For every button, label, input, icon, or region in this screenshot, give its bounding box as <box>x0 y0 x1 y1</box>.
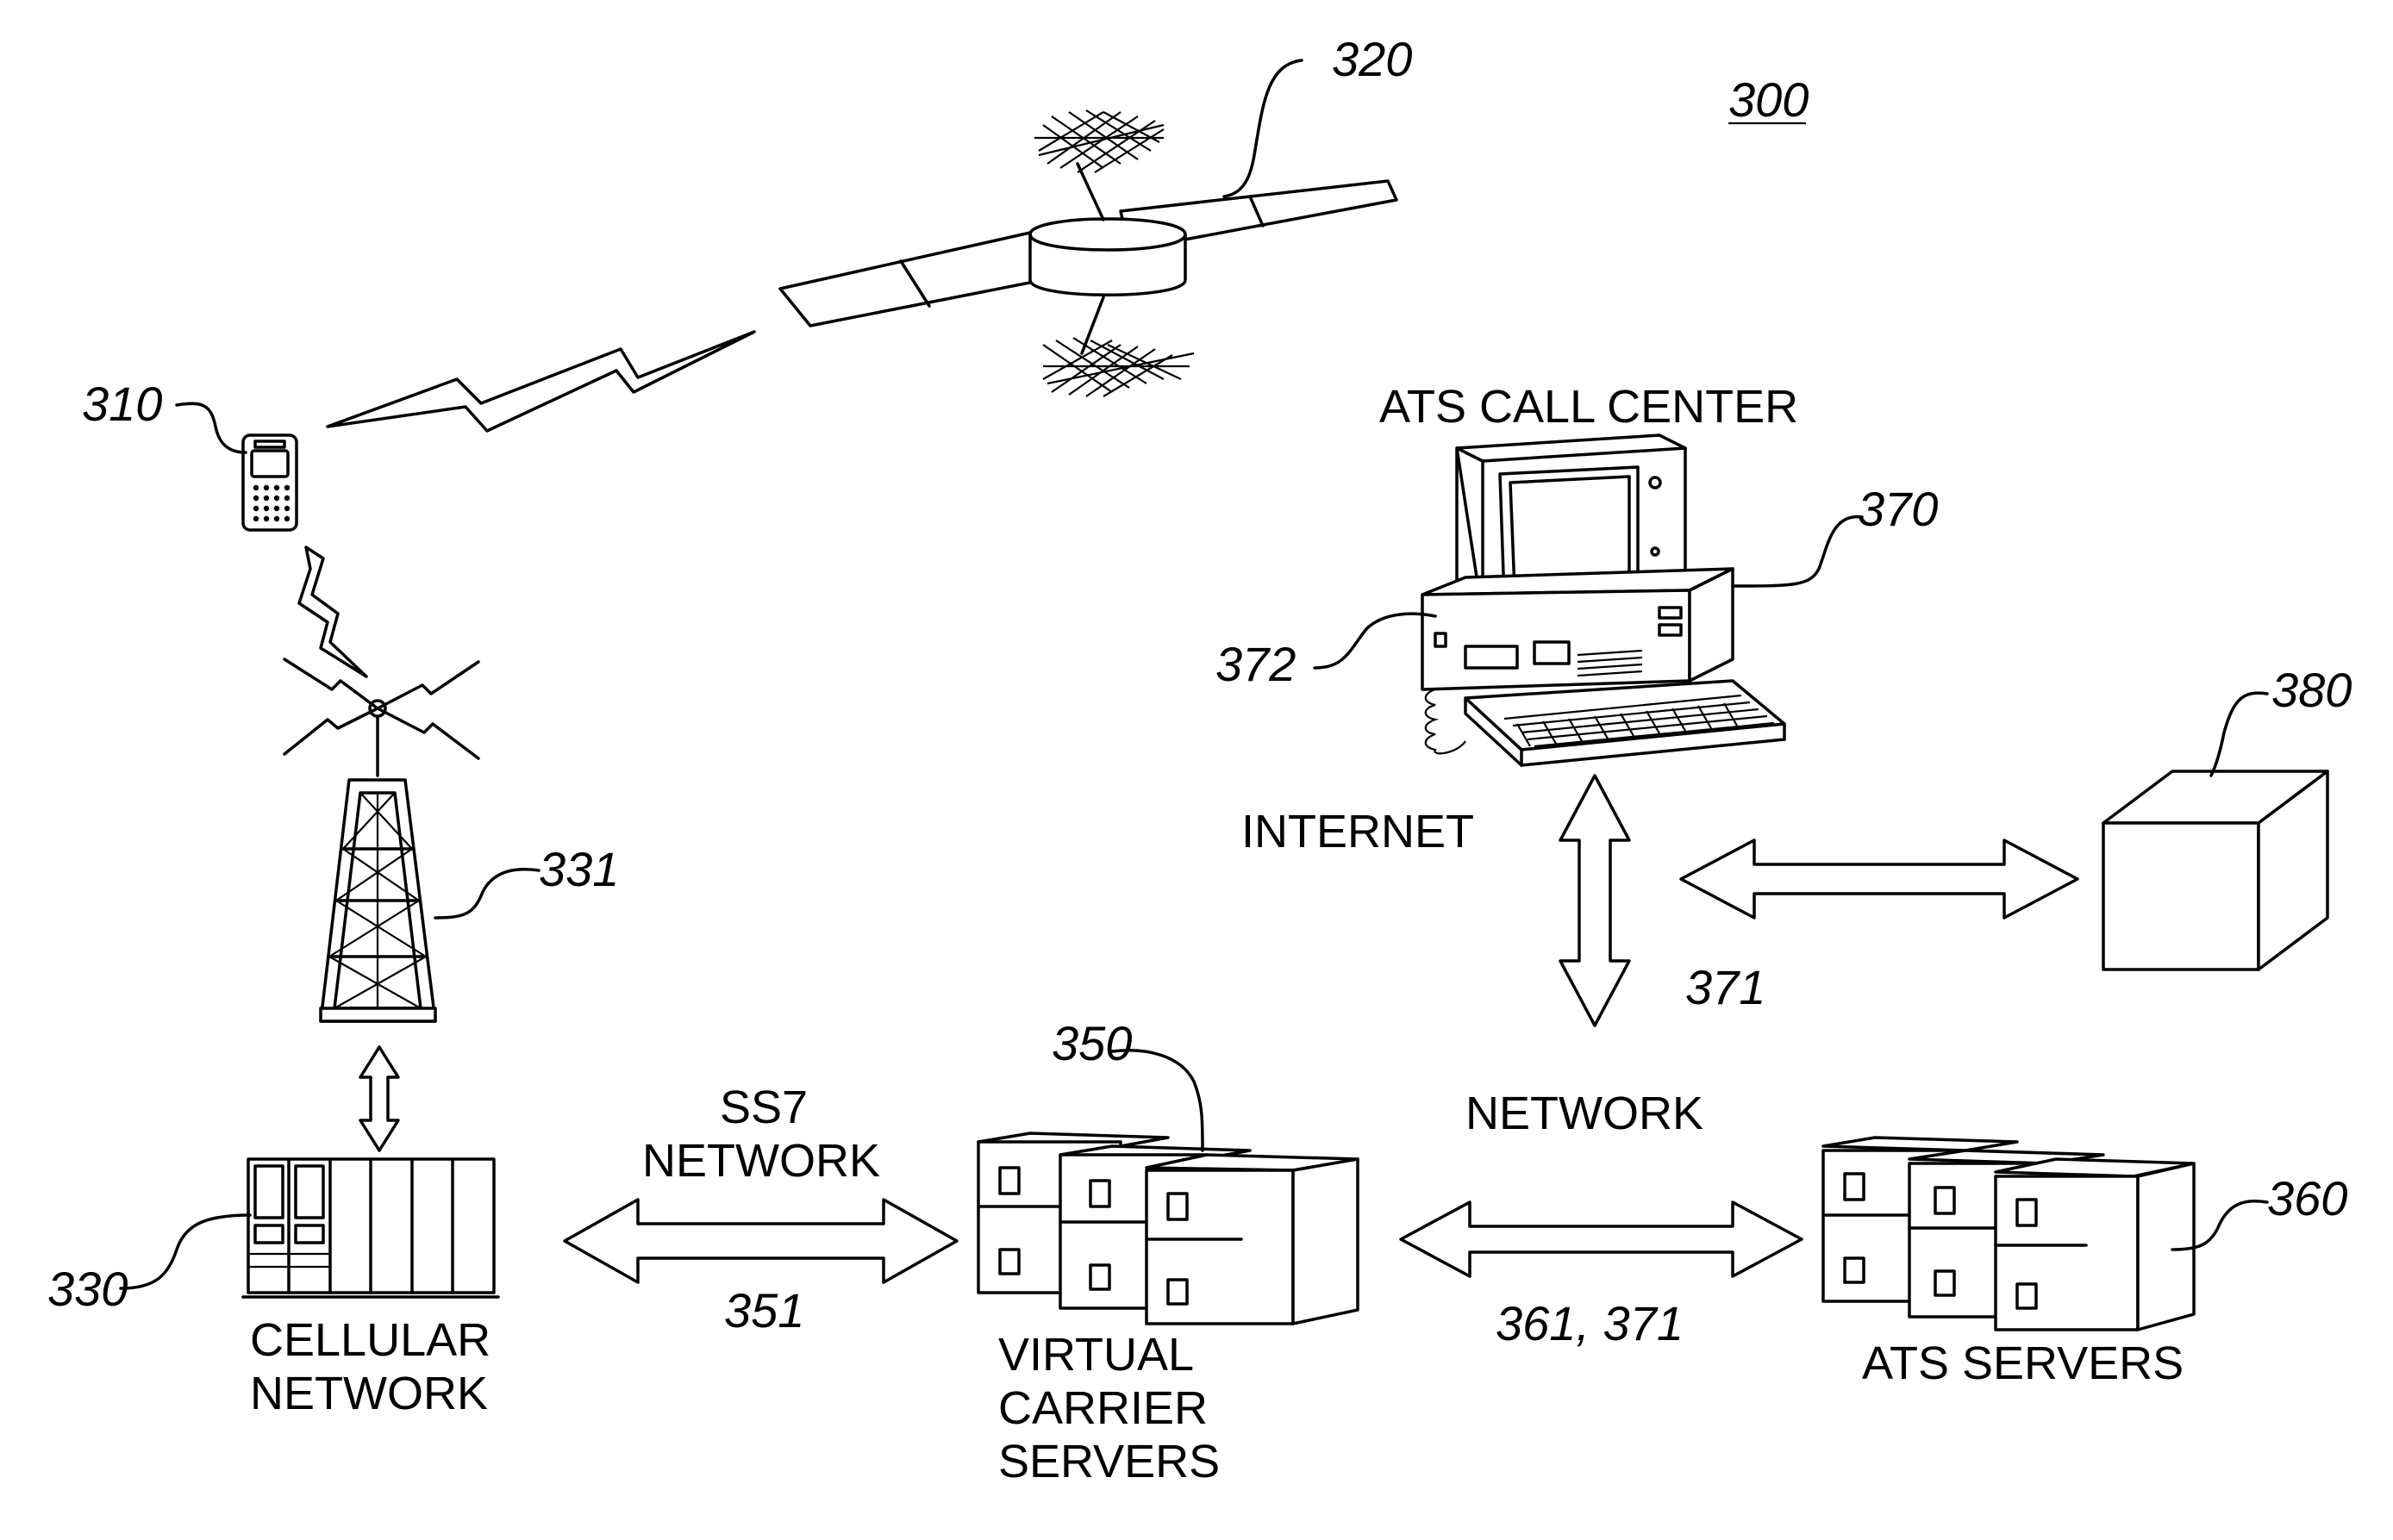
server-cluster-icon <box>978 1133 1358 1324</box>
label-ats-servers: ATS SERVERS <box>1862 1337 2184 1389</box>
ref-virtual-carrier-servers: 350 <box>1052 1016 1132 1070</box>
label-cellular: CELLULAR <box>250 1314 490 1366</box>
leader-lines <box>121 60 2267 1288</box>
label-virtual: VIRTUAL <box>998 1329 1194 1381</box>
ref-device: 380 <box>2271 663 2352 717</box>
internet-link-arrow <box>1560 776 1629 1026</box>
device-link-arrow <box>1681 840 2077 918</box>
ref-cellular-network: 330 <box>47 1262 128 1316</box>
ref-satellite: 320 <box>1332 32 1412 86</box>
figure-number: 300 <box>1728 72 1809 127</box>
ref-network-link: 361, 371 <box>1496 1296 1684 1350</box>
label-servers: SERVERS <box>998 1436 1220 1487</box>
label-ats-call-center: ATS CALL CENTER <box>1379 381 1798 433</box>
satellite-icon <box>780 110 1396 396</box>
label-carrier: CARRIER <box>998 1382 1208 1434</box>
network-link-arrow <box>1401 1202 1802 1276</box>
label-network: NETWORK <box>1465 1088 1703 1139</box>
device-box-icon <box>2103 771 2327 970</box>
ref-ats-servers: 360 <box>2267 1171 2347 1225</box>
cellular-switch-icon <box>243 1159 498 1297</box>
ref-ats-call-center: 370 <box>1858 482 1938 536</box>
mobile-phone-icon <box>243 435 297 530</box>
label-ss7-network: NETWORK <box>642 1135 880 1187</box>
ref-tower: 331 <box>539 842 619 896</box>
ref-ss7-link: 351 <box>724 1283 804 1337</box>
ref-internet-link: 371 <box>1685 960 1765 1014</box>
cellular-link-icon <box>299 547 366 676</box>
label-cellular-network: NETWORK <box>250 1368 488 1419</box>
ats-servers-icon <box>1823 1138 2194 1330</box>
label-internet: INTERNET <box>1241 806 1474 857</box>
cell-tower-icon <box>284 659 478 1021</box>
tower-link-arrow <box>360 1047 398 1150</box>
ss7-link-arrow <box>565 1200 957 1282</box>
ref-phone: 310 <box>82 377 162 431</box>
ref-keyboard-cable: 372 <box>1215 637 1296 691</box>
computer-workstation-icon <box>1422 435 1784 765</box>
wireless-link-icon <box>328 332 754 431</box>
label-ss7: SS7 <box>720 1082 808 1133</box>
